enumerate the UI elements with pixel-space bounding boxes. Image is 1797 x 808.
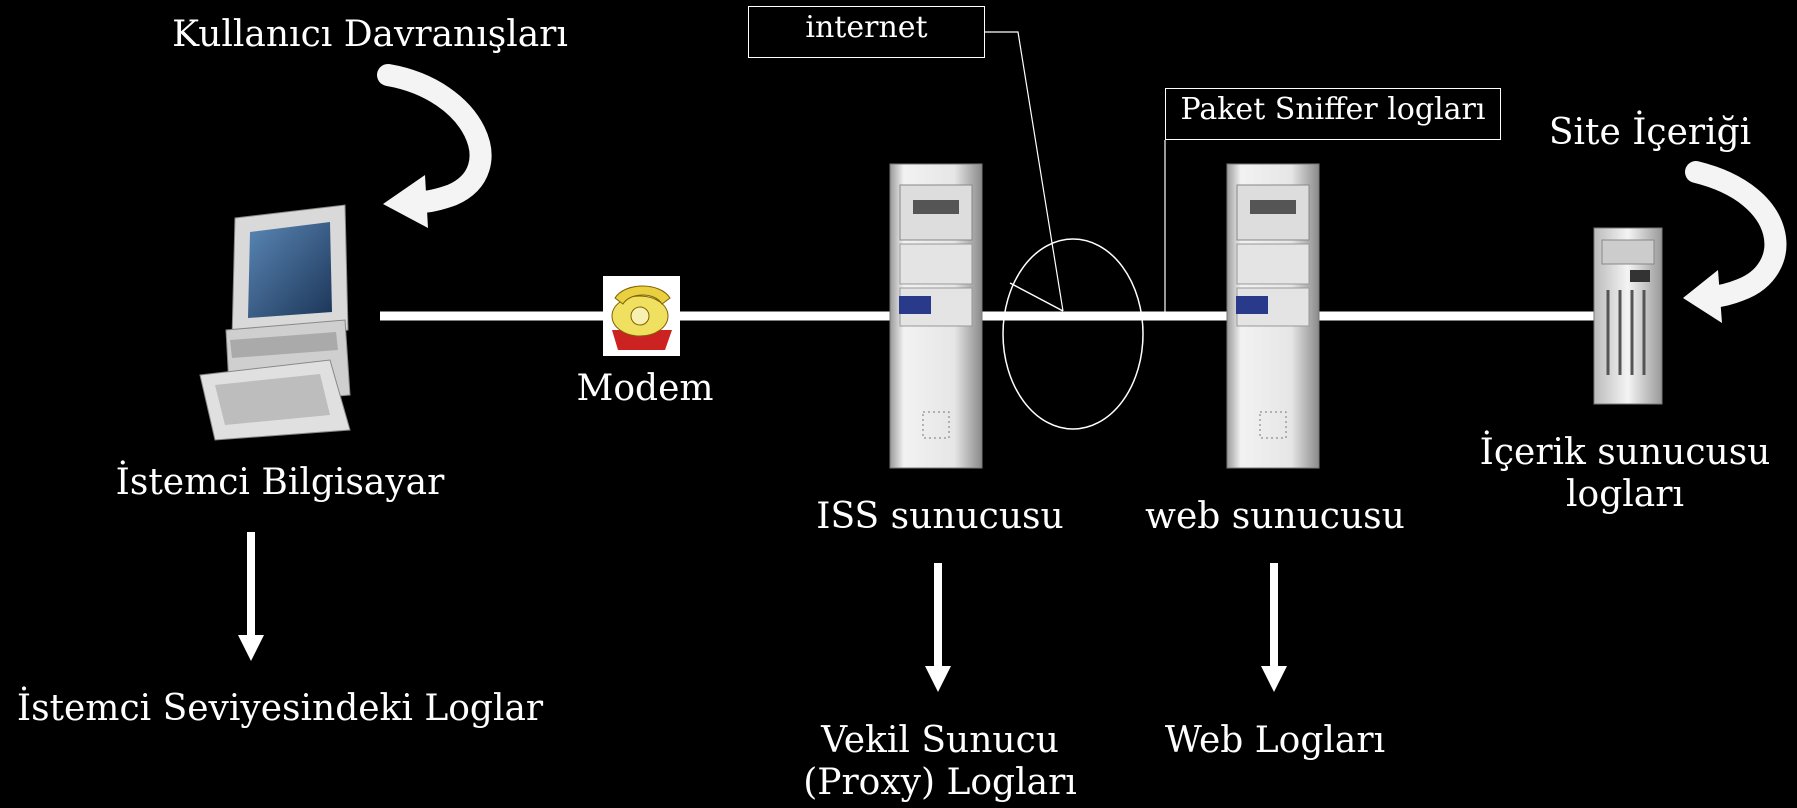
down-arrow-icon bbox=[1261, 563, 1287, 692]
server-rack-icon bbox=[1593, 227, 1663, 405]
client-computer-label: İstemci Bilgisayar bbox=[115, 462, 445, 503]
client-logs-label: İstemci Seviyesindeki Loglar bbox=[16, 688, 544, 729]
proxy-logs-label: Vekil Sunucu (Proxy) Logları bbox=[803, 720, 1077, 803]
user-behaviour-label: Kullanıcı Davranışları bbox=[172, 14, 568, 55]
server-tower-icon bbox=[1226, 163, 1320, 469]
down-arrow-icon bbox=[925, 563, 951, 692]
internet-callout-line bbox=[985, 31, 1064, 312]
modem-label: Modem bbox=[576, 368, 714, 409]
packet-sniffer-callout: Paket Sniffer logları bbox=[1165, 88, 1501, 140]
internet-callout: internet bbox=[748, 6, 985, 58]
web-server-label: web sunucusu bbox=[1145, 496, 1405, 537]
desktop-computer-icon bbox=[199, 204, 351, 441]
internet-cloud bbox=[1002, 238, 1144, 430]
server-tower-icon bbox=[889, 163, 983, 469]
curved-arrow-icon bbox=[1683, 161, 1787, 323]
curved-arrow-icon bbox=[377, 64, 492, 228]
site-content-label: Site İçeriği bbox=[1548, 112, 1752, 153]
web-logs-label: Web Logları bbox=[1164, 720, 1386, 761]
down-arrow-icon bbox=[238, 532, 264, 661]
content-server-logs-label: İçerik sunucusu logları bbox=[1479, 432, 1771, 515]
isp-server-label: ISS sunucusu bbox=[816, 496, 1064, 537]
telephone-modem-icon bbox=[603, 276, 680, 356]
